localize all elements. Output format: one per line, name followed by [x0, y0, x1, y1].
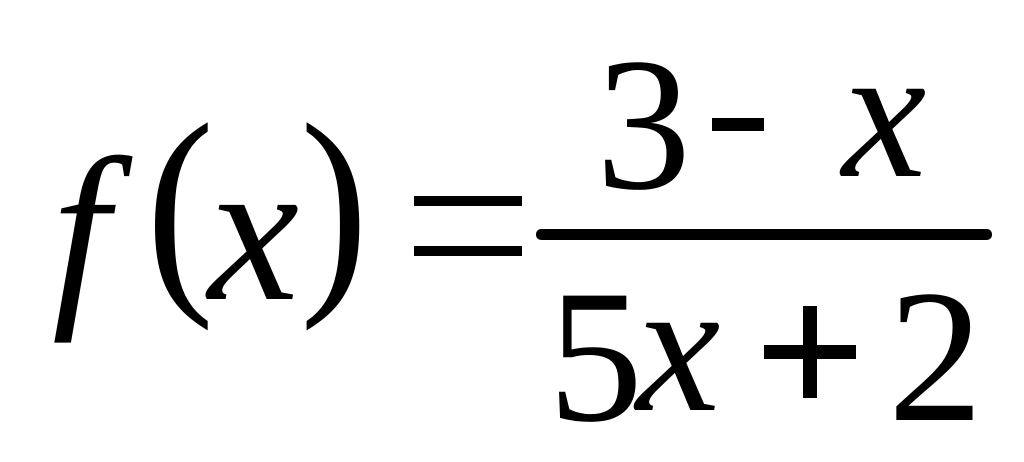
equals-sign: [414, 196, 522, 256]
denominator-constant: 2: [888, 252, 983, 462]
plus-sign: [764, 306, 856, 398]
equals-top-bar: [414, 196, 522, 206]
plus-vertical-bar: [803, 306, 817, 398]
function-name: f: [52, 117, 109, 344]
numerator-constant: 3: [596, 20, 691, 230]
minus-sign: [712, 118, 764, 131]
fraction-bar: [536, 229, 992, 240]
equals-bottom-bar: [414, 246, 522, 256]
denominator-coefficient: 5: [548, 252, 643, 462]
open-parenthesis: (: [146, 77, 215, 332]
denominator-variable: x: [636, 242, 721, 452]
function-argument: x: [208, 117, 299, 344]
close-parenthesis: ): [300, 77, 369, 332]
numerator-variable: x: [842, 8, 927, 218]
